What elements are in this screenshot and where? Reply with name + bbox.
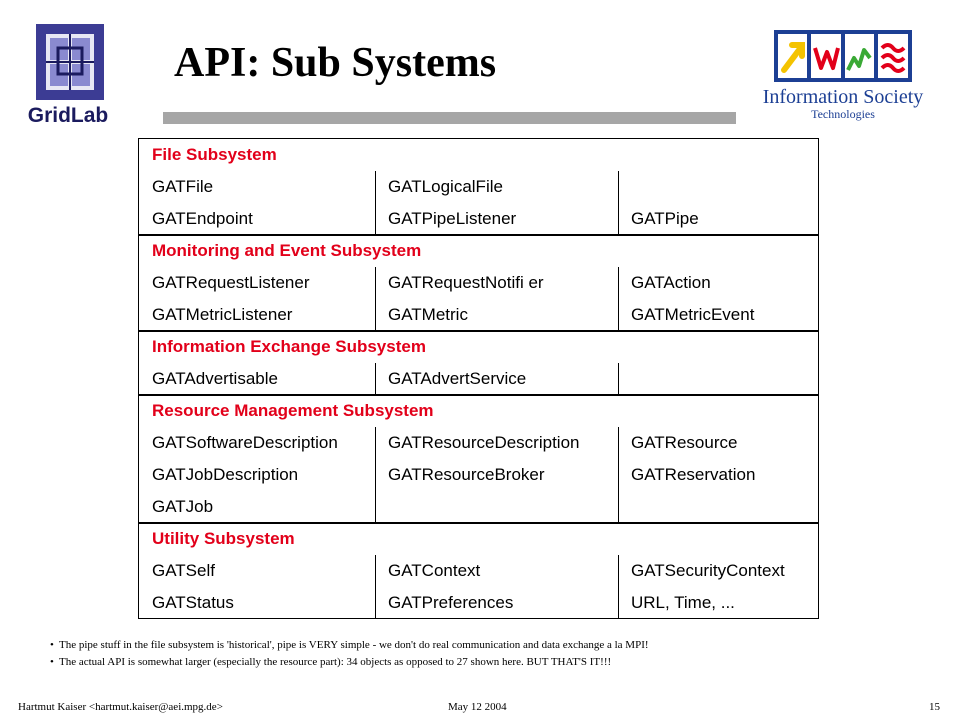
table-cell: GATResourceBroker [388,465,545,484]
footer-date: May 12 2004 [448,701,507,713]
column-divider [618,555,619,619]
section-header: Resource Management Subsystem [152,401,434,420]
table-cell: GATSecurityContext [631,561,785,580]
table-cell: GATMetric [388,305,468,324]
table-cell: GATContext [388,561,481,580]
table-cell: GATSelf [152,561,215,580]
table-cell: GATRequestNotifi er [388,273,544,292]
footer-author: Hartmut Kaiser <hartmut.kaiser@aei.mpg.d… [18,701,223,713]
table-cell [618,491,818,523]
table-cell: GATResource [631,433,738,452]
table-cell [618,363,818,395]
column-divider [618,427,619,523]
column-divider [618,171,619,235]
footer-page-number: 15 [929,701,940,713]
gridlab-logo: GridLab [14,18,122,130]
section-separator [139,394,818,396]
table-cell: GATRequestListener [152,273,310,292]
slide-notes: • The pipe stuff in the file subsystem is… [50,637,930,671]
table-cell: GATAdvertisable [152,369,278,388]
table-cell [375,491,618,523]
note-bullet: • [50,639,54,651]
column-divider [375,555,376,619]
section-header: Monitoring and Event Subsystem [152,241,422,260]
note-line-1: • The pipe stuff in the file subsystem is… [50,637,930,654]
note-bullet: • [50,656,54,668]
table-cell [618,171,818,203]
table-cell: GATPreferences [388,593,514,612]
section-header: File Subsystem [152,145,277,164]
table-cell: GATMetricEvent [631,305,755,324]
column-divider [375,267,376,331]
column-divider [618,363,619,395]
section-separator [139,234,818,236]
column-divider [618,267,619,331]
table-cell: GATAdvertService [388,369,527,388]
table-cell: GATEndpoint [152,209,253,228]
table-cell: GATLogicalFile [388,177,503,196]
column-divider [375,363,376,395]
table-cell: GATMetricListener [152,305,293,324]
table-cell: GATJobDescription [152,465,299,484]
column-divider [375,427,376,523]
section-separator [139,522,818,524]
table-cell: GATResourceDescription [388,433,580,452]
note-text-1: The pipe stuff in the file subsystem is … [59,639,649,651]
section-separator [139,330,818,332]
table-cell: URL, Time, ... [631,593,735,612]
table-cell: GATSoftwareDescription [152,433,338,452]
section-header: Utility Subsystem [152,529,295,548]
section-header: Information Exchange Subsystem [152,337,426,356]
table-cell: GATStatus [152,593,234,612]
table-cell: GATJob [152,497,214,516]
table-cell: GATPipe [631,209,699,228]
ist-logo-text-line2: Technologies [811,107,875,121]
table-cell: GATFile [152,177,214,196]
table-cell: GATPipeListener [388,209,517,228]
table-cell: GATAction [631,273,711,292]
slide-title: API: Sub Systems [174,40,497,86]
note-line-2: • The actual API is somewhat larger (espe… [50,654,930,671]
ist-logo-text-line1: Information Society [762,86,924,108]
column-divider [375,171,376,235]
ist-logo: Information Society Technologies [752,28,934,124]
table-cell: GATReservation [631,465,756,484]
title-rule [163,112,736,124]
gridlab-logo-text: GridLab [27,104,109,127]
note-text-2: The actual API is somewhat larger (espec… [59,656,612,668]
